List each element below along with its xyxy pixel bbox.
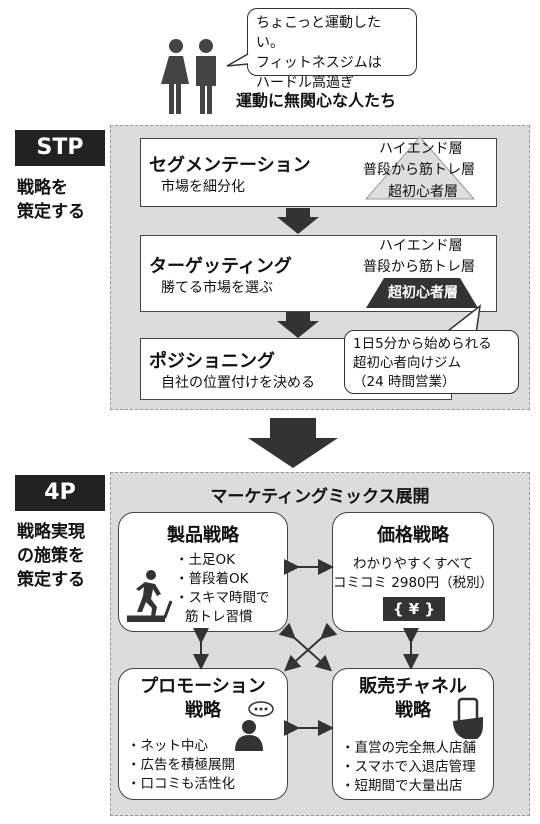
price-text: わかりやすくすべて コミコミ 2980円（税別） xyxy=(333,555,493,593)
step-sub: 自社の位置付けを決める xyxy=(161,375,315,391)
note-line: 1日5分から始められる xyxy=(353,336,492,352)
pyramid-top: ハイエンド層 xyxy=(379,238,463,254)
stp-tag: STP xyxy=(15,130,105,166)
diagonal-arrow xyxy=(284,622,338,672)
side-line: 策定する xyxy=(17,570,85,590)
fourp-heading: マーケティングミックス展開 xyxy=(210,487,430,507)
side-line: 戦略を xyxy=(17,178,68,198)
bullet: ・スマホで入退店管理 xyxy=(341,759,476,775)
treadmill-runner-icon xyxy=(127,570,173,622)
pyramid-middle: 普段から筋トレ層 xyxy=(363,259,475,275)
side-line: の施策を xyxy=(17,546,85,566)
bullet: ・スキマ時間で xyxy=(175,590,270,606)
note-line: （24 時間営業） xyxy=(353,374,456,390)
title-line: プロモーション xyxy=(140,676,266,697)
card-title: プロモーション 戦略 xyxy=(119,675,287,723)
pyramid-base-icon xyxy=(366,278,478,308)
bullet: ・口コミも活性化 xyxy=(127,776,235,792)
step-title: ポジショニング xyxy=(149,351,275,372)
step-sub: 勝てる市場を選ぶ xyxy=(161,280,273,296)
connector-arrows xyxy=(193,559,419,736)
positioning-note: 1日5分から始められる 超初心者向けジム （24 時間営業） xyxy=(344,330,519,394)
targeting-box: ターゲッティング 勝てる市場を選ぶ ハイエンド層 普段から筋トレ層 超初心者層 xyxy=(140,235,497,312)
product-bullets: ・土足OK ・普段着OK ・スキマ時間で 筋トレ習慣 xyxy=(175,551,270,627)
fourp-tag: 4P xyxy=(15,475,105,511)
title-line: 戦略 xyxy=(185,700,221,721)
pyramid-bottom: 超初心者層 xyxy=(388,184,458,200)
bullet: ・直営の完全無人店舗 xyxy=(341,740,476,756)
pyramid-icon xyxy=(364,136,476,200)
bullet: ・広告を積極展開 xyxy=(127,757,235,773)
bullet: ・短期間で大量出店 xyxy=(341,778,463,794)
title-line: 販売チャネル xyxy=(359,676,467,697)
big-down-arrow-icon xyxy=(248,418,338,468)
pyramid-bottom-highlight: 超初心者層 xyxy=(388,285,458,301)
segmentation-box: セグメンテーション 市場を細分化 ハイエンド層 普段から筋トレ層 超初心者層 xyxy=(140,136,497,207)
card-title: 価格戦略 xyxy=(377,525,449,546)
step-sub: 市場を細分化 xyxy=(161,179,245,195)
bullet: ・ネット中心 xyxy=(127,738,208,754)
pyramid-middle: 普段から筋トレ層 xyxy=(363,162,475,178)
card-title: 販売チャネル 戦略 xyxy=(333,675,493,723)
channel-card: 販売チャネル 戦略 ・直営の完全無人店舗 ・スマホで入退店管理 ・短期間で大量出… xyxy=(332,668,494,800)
bullet: ・普段着OK xyxy=(175,571,249,587)
smartphone-hand-icon xyxy=(453,697,483,739)
step-title: ターゲッティング xyxy=(149,256,292,277)
price-line: わかりやすくすべて xyxy=(352,556,473,572)
pyramid-top: ハイエンド層 xyxy=(379,141,463,157)
speech-line: ハードル高過ぎ xyxy=(256,75,354,91)
stp-side-text: 戦略を 策定する xyxy=(17,176,85,224)
channel-bullets: ・直営の完全無人店舗 ・スマホで入退店管理 ・短期間で大量出店 xyxy=(341,739,476,796)
note-line: 超初心者向けジム xyxy=(353,355,461,371)
step-title: セグメンテーション xyxy=(149,155,311,176)
price-line: コミコミ 2980円（税別） xyxy=(333,575,494,591)
bubble-tail xyxy=(226,53,249,67)
bullet: ・土足OK xyxy=(175,552,235,568)
speech-line: フィットネスジムは xyxy=(256,55,382,71)
product-card: 製品戦略 ・土足OK ・普段着OK ・スキマ時間で 筋トレ習慣 xyxy=(118,512,288,632)
title-line: 戦略 xyxy=(395,700,431,721)
down-arrow-icon xyxy=(277,312,319,338)
speech-bubble: ちょこっと運動したい。 フィットネスジムは ハードル高過ぎ xyxy=(247,8,417,91)
people-icon xyxy=(161,39,216,114)
down-arrow-icon xyxy=(277,208,319,234)
speech-line: ちょこっと運動したい。 xyxy=(256,15,382,51)
side-line: 戦略実現 xyxy=(17,522,85,542)
bullet: 筋トレ習慣 xyxy=(185,609,253,625)
promotion-bullets: ・ネット中心 ・広告を積極展開 ・口コミも活性化 xyxy=(127,737,235,794)
card-title: 製品戦略 xyxy=(167,525,239,546)
fourp-side-text: 戦略実現 の施策を 策定する xyxy=(17,520,85,592)
yen-bill-icon: { ¥ } xyxy=(383,597,445,621)
intro-caption: 運動に無関心な人たち xyxy=(236,91,397,110)
note-tail xyxy=(443,304,482,335)
speaker-person-icon xyxy=(235,701,274,751)
side-line: 策定する xyxy=(17,202,85,222)
